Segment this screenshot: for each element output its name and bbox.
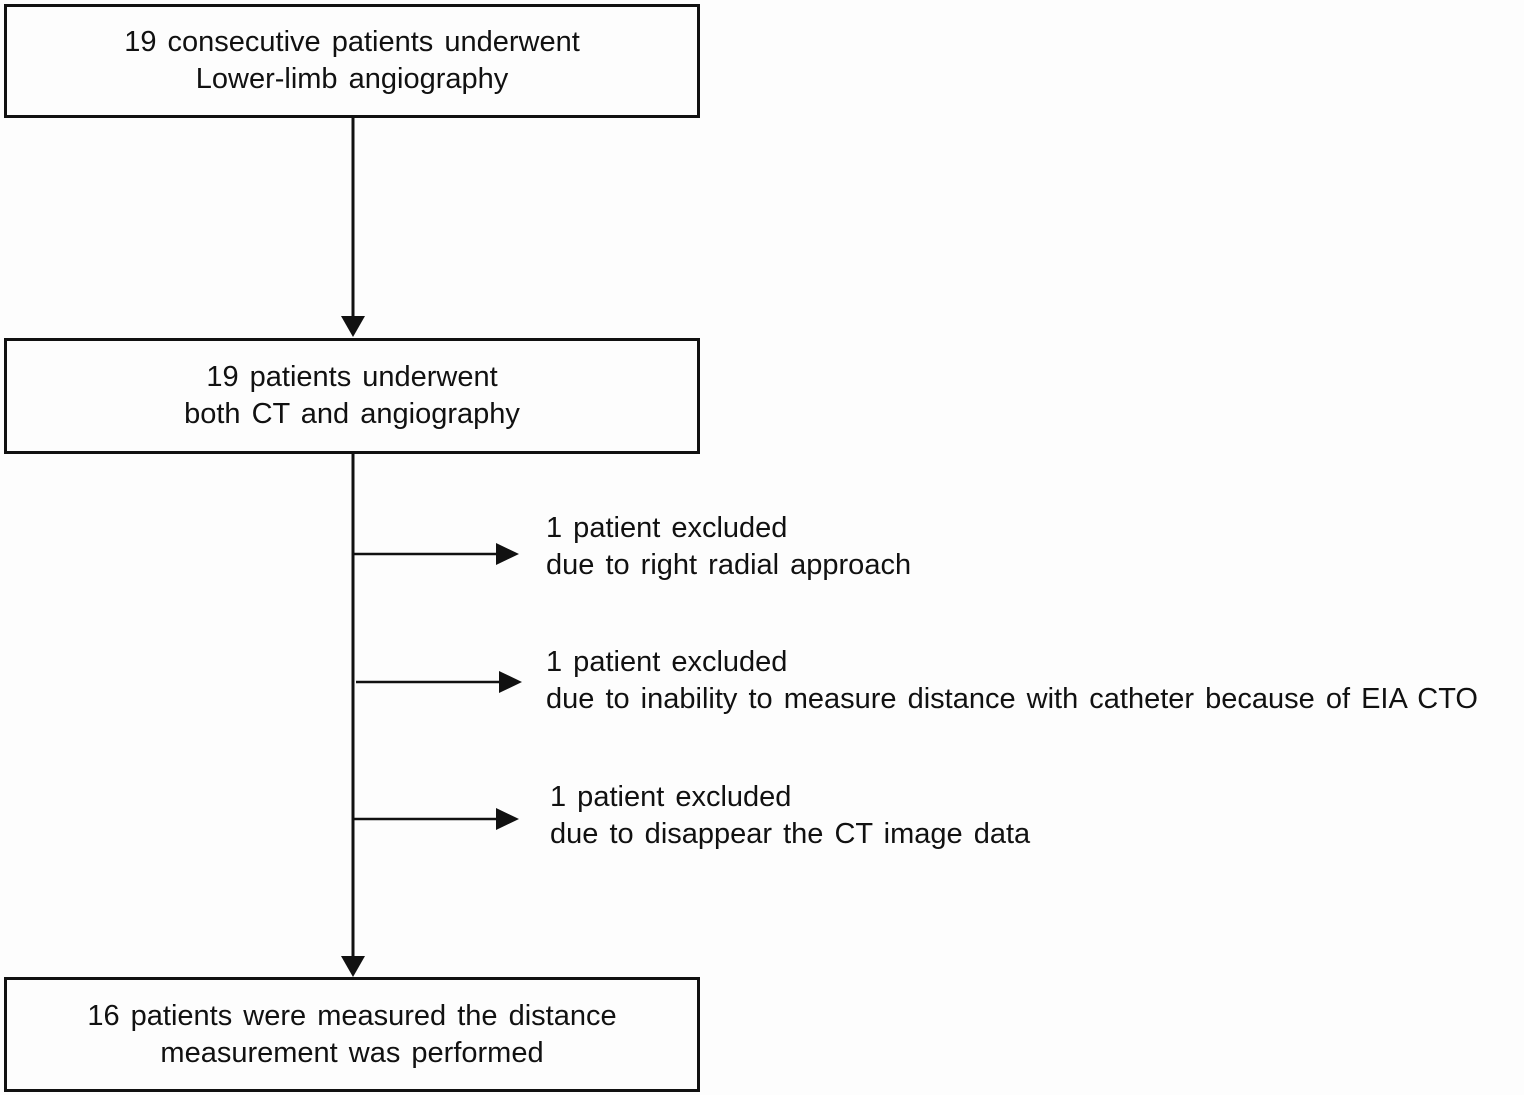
arrowhead-right-icon <box>496 543 519 565</box>
box-final-measured-patients: 16 patients were measured the distance m… <box>4 977 700 1092</box>
box-text-line: Lower-limb angiography <box>195 63 509 95</box>
exclusion-text-line: 1 patient excluded <box>546 512 788 544</box>
exclusion-text-line: 1 patient excluded <box>546 646 788 678</box>
exclusion-text-line: due to disappear the CT image data <box>550 818 1031 850</box>
exclusion-note-radial-approach: 1 patient excluded due to right radial a… <box>546 510 911 584</box>
exclusion-note-eia-cto: 1 patient excluded due to inability to m… <box>546 644 1478 718</box>
box-consecutive-patients: 19 consecutive patients underwent Lower-… <box>4 4 700 118</box>
exclusion-note-ct-data: 1 patient excluded due to disappear the … <box>550 779 1030 853</box>
box-text-line: both CT and angiography <box>184 398 520 430</box>
box-text-line: 16 patients were measured the distance <box>87 999 617 1032</box>
box-text-line: measurement was performed <box>160 1036 544 1069</box>
exclusion-text-line: due to right radial approach <box>546 549 912 581</box>
arrowhead-right-icon <box>496 808 519 830</box>
box-text-line: 19 consecutive patients underwent <box>124 26 580 58</box>
exclusion-text-line: due to inability to measure distance wit… <box>546 683 1478 715</box>
arrowhead-right-icon <box>499 671 522 693</box>
box-ct-and-angiography: 19 patients underwent both CT and angiog… <box>4 338 700 454</box>
arrowhead-down-icon <box>341 316 365 337</box>
box-text-line: 19 patients underwent <box>206 361 498 393</box>
exclusion-text-line: 1 patient excluded <box>550 781 792 813</box>
arrowhead-down-icon <box>341 956 365 977</box>
